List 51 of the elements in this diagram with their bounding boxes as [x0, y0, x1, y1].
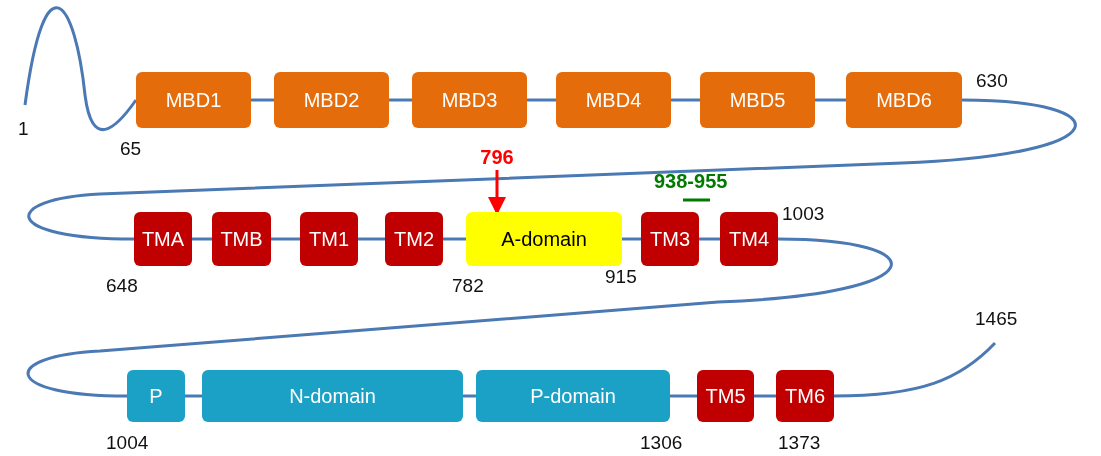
domain-box: A-domain — [466, 212, 622, 266]
connector-line — [23, 6, 138, 131]
connector-line — [251, 98, 274, 102]
connector-line — [833, 341, 997, 398]
domain-box: P — [127, 370, 185, 422]
connector-line — [389, 98, 412, 102]
position-number: 630 — [976, 70, 1008, 92]
connector-line — [271, 237, 300, 241]
arrow — [488, 170, 506, 215]
range-label: 938-955 — [654, 170, 728, 193]
connector-line — [671, 98, 700, 102]
position-number: 1306 — [640, 432, 683, 454]
connector-line — [185, 394, 202, 398]
domain-box: TM3 — [641, 212, 699, 266]
position-number: 1465 — [975, 308, 1018, 330]
domain-box: TM2 — [385, 212, 443, 266]
domain-box: TMB — [212, 212, 271, 266]
connector-line — [192, 237, 212, 241]
position-number: 1003 — [782, 203, 825, 225]
domain-box: MBD3 — [412, 72, 527, 128]
connector-line — [463, 394, 476, 398]
domain-box: TM4 — [720, 212, 778, 266]
position-number: 1004 — [106, 432, 149, 454]
position-number: 648 — [106, 275, 138, 297]
domain-box: TM6 — [776, 370, 834, 422]
connector-line — [28, 98, 1076, 241]
connector-line — [27, 237, 892, 398]
connector-line — [815, 98, 846, 102]
connector-line — [754, 394, 776, 398]
connector-line — [622, 237, 641, 241]
position-number: 65 — [120, 138, 142, 160]
domain-box: MBD4 — [556, 72, 671, 128]
domain-box: TM1 — [300, 212, 358, 266]
domain-box: TMA — [134, 212, 192, 266]
connector-line — [527, 98, 556, 102]
position-number: 1373 — [778, 432, 821, 454]
position-number: 782 — [452, 275, 484, 297]
connector-line — [670, 394, 697, 398]
connector-line — [443, 237, 466, 241]
domain-box: MBD2 — [274, 72, 389, 128]
domain-box: MBD6 — [846, 72, 962, 128]
domain-box: N-domain — [202, 370, 463, 422]
domain-box: TM5 — [697, 370, 754, 422]
connector-line — [358, 237, 385, 241]
domain-box: P-domain — [476, 370, 670, 422]
position-number: 1 — [18, 118, 29, 140]
domain-box: MBD1 — [136, 72, 251, 128]
domain-box: MBD5 — [700, 72, 815, 128]
position-number: 915 — [605, 266, 637, 288]
site-label: 796 — [476, 144, 518, 170]
connector-line — [699, 237, 720, 241]
